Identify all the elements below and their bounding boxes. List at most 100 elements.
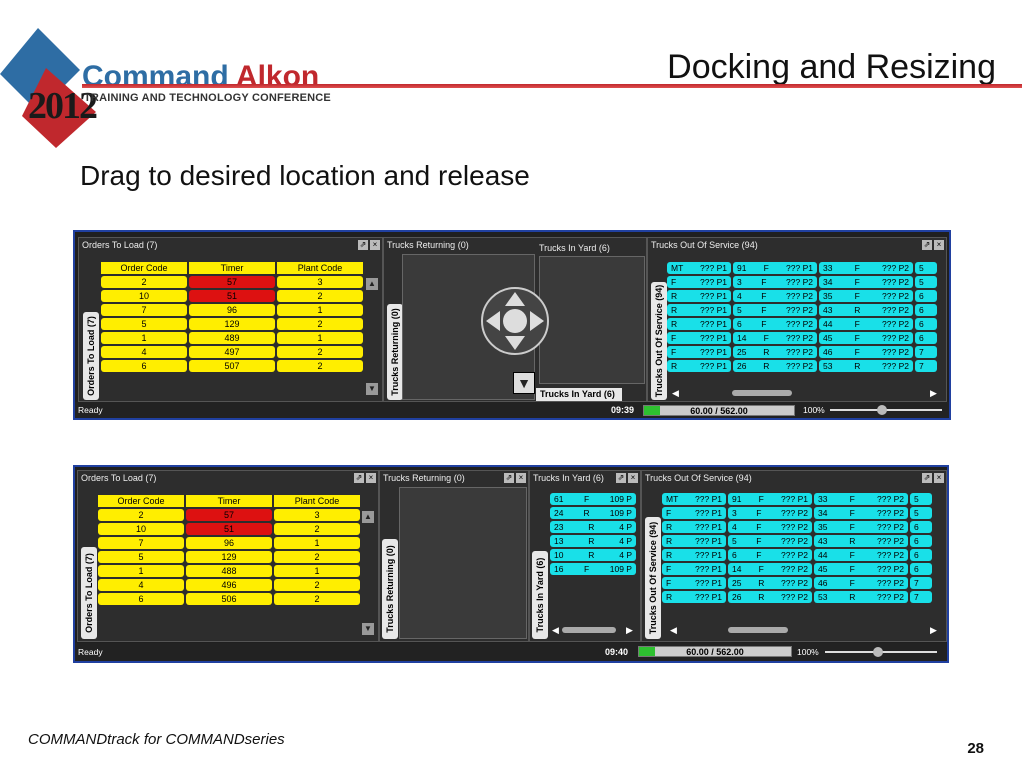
truck-cell[interactable]: F??? P1	[662, 577, 726, 589]
order-cell[interactable]: 2	[274, 523, 360, 535]
truck-cell[interactable]: F??? P1	[667, 276, 731, 288]
truck-cell[interactable]: 6	[910, 563, 932, 575]
truck-cell[interactable]: F??? P1	[667, 346, 731, 358]
order-cell[interactable]: 5	[98, 551, 184, 563]
order-cell[interactable]: 10	[98, 523, 184, 535]
order-cell[interactable]: 96	[186, 537, 272, 549]
order-cell[interactable]: 3	[274, 509, 360, 521]
order-cell[interactable]: 4	[98, 579, 184, 591]
truck-cell[interactable]: 6	[910, 521, 932, 533]
truck-cell[interactable]: F??? P1	[662, 507, 726, 519]
order-cell[interactable]: 496	[186, 579, 272, 591]
truck-cell[interactable]: 6	[910, 549, 932, 561]
scroll-down-icon[interactable]: ▼	[362, 623, 374, 635]
truck-cell[interactable]: 6	[915, 290, 937, 302]
scroll-right-icon[interactable]: ▶	[930, 625, 937, 635]
scroll-left-icon[interactable]: ◀	[672, 388, 679, 398]
truck-cell[interactable]: R??? P1	[662, 521, 726, 533]
order-cell[interactable]: 6	[98, 593, 184, 605]
order-cell[interactable]: 2	[101, 276, 187, 288]
truck-cell[interactable]: R??? P1	[667, 360, 731, 372]
truck-cell[interactable]: MT??? P1	[662, 493, 726, 505]
order-cell[interactable]: 2	[274, 593, 360, 605]
truck-cell[interactable]: 6	[910, 535, 932, 547]
returning-vertical-tab[interactable]: Trucks Returning (0)	[387, 304, 403, 400]
order-cell[interactable]: 3	[277, 276, 363, 288]
close-icon[interactable]: ×	[370, 240, 380, 250]
scroll-right-icon[interactable]: ▶	[626, 625, 633, 635]
order-cell[interactable]: 2	[277, 346, 363, 358]
truck-cell[interactable]: 5	[915, 276, 937, 288]
close-icon[interactable]: ×	[934, 240, 944, 250]
scroll-down-icon[interactable]: ▼	[366, 383, 378, 395]
orders-vertical-tab[interactable]: Orders To Load (7)	[81, 547, 97, 639]
truck-cell[interactable]: 7	[910, 591, 932, 603]
order-cell[interactable]: 1	[101, 332, 187, 344]
order-cell[interactable]: 1	[274, 565, 360, 577]
pin-icon[interactable]: ⇗	[358, 240, 368, 250]
truck-cell[interactable]: R??? P1	[662, 591, 726, 603]
order-cell[interactable]: 488	[186, 565, 272, 577]
scroll-left-icon[interactable]: ◀	[552, 625, 559, 635]
truck-cell[interactable]: 7	[910, 577, 932, 589]
order-cell[interactable]: 7	[101, 304, 187, 316]
column-header[interactable]: Timer	[189, 262, 275, 274]
order-cell[interactable]: 5	[101, 318, 187, 330]
truck-cell[interactable]: R??? P1	[662, 535, 726, 547]
pin-icon[interactable]: ⇗	[922, 240, 932, 250]
order-cell[interactable]: 6	[101, 360, 187, 372]
order-cell[interactable]: 1	[277, 304, 363, 316]
close-icon[interactable]: ×	[934, 473, 944, 483]
truck-cell[interactable]: F??? P1	[662, 563, 726, 575]
scroll-right-icon[interactable]: ▶	[930, 388, 937, 398]
pin-icon[interactable]: ⇗	[616, 473, 626, 483]
truck-cell[interactable]: 7	[915, 346, 937, 358]
truck-cell[interactable]: 7	[915, 360, 937, 372]
order-cell[interactable]: 1	[274, 537, 360, 549]
yard-horizontal-tab[interactable]: Trucks In Yard (6)	[536, 388, 622, 401]
truck-cell[interactable]: MT??? P1	[667, 262, 731, 274]
order-cell[interactable]: 2	[277, 290, 363, 302]
dock-bottom-icon[interactable]: ▼	[513, 372, 535, 394]
order-cell[interactable]: 10	[101, 290, 187, 302]
column-header[interactable]: Timer	[186, 495, 272, 507]
order-cell[interactable]: 497	[189, 346, 275, 358]
order-cell[interactable]: 489	[189, 332, 275, 344]
order-cell[interactable]: 129	[186, 551, 272, 563]
truck-cell[interactable]: 6	[915, 304, 937, 316]
truck-cell[interactable]: 5	[910, 493, 932, 505]
order-cell[interactable]: 4	[101, 346, 187, 358]
truck-cell[interactable]: 5	[915, 262, 937, 274]
order-cell[interactable]: 2	[274, 551, 360, 563]
horizontal-scrollbar[interactable]	[728, 627, 788, 633]
pin-icon[interactable]: ⇗	[504, 473, 514, 483]
yard-vertical-tab[interactable]: Trucks In Yard (6)	[532, 551, 548, 639]
